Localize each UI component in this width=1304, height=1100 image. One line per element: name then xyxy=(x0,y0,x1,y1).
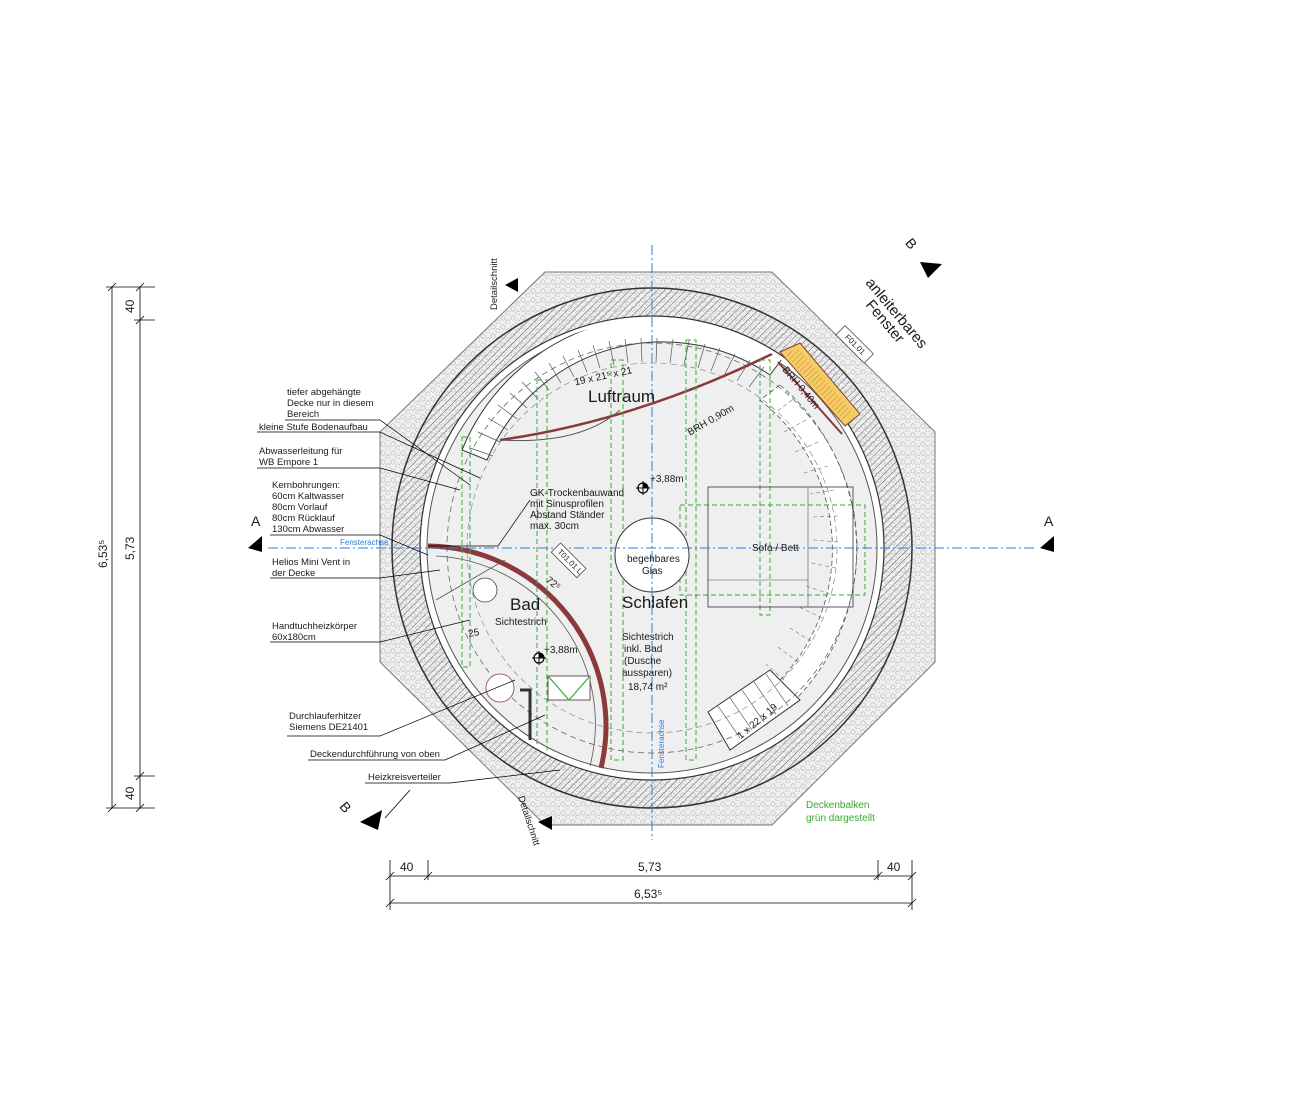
section-a-right-marker xyxy=(1040,536,1054,548)
glass-label-1: begehbares xyxy=(627,554,680,565)
annotation-ventilation-1: Helios Mini Vent in xyxy=(272,557,350,568)
section-b-bottom-marker xyxy=(360,810,382,830)
annotation-water-heater-2: Siemens DE21401 xyxy=(289,722,368,733)
level-lower-label: +3,88m xyxy=(544,645,578,656)
detail-section-bottom-marker xyxy=(538,816,552,830)
schlafen-note-1: Sichtestrich xyxy=(622,632,674,643)
annotation-drain-2: WB Empore 1 xyxy=(259,457,318,468)
dim-h-total: 6,53⁵ xyxy=(634,887,662,901)
annotation-towel-heater-1: Handtuchheizkörper xyxy=(272,621,357,632)
section-a-left-marker xyxy=(248,536,262,548)
glass-label-2: Glas xyxy=(642,566,663,577)
section-a-right-label: A xyxy=(1044,513,1054,529)
partition-note-2: mit Sinusprofilen xyxy=(530,499,604,510)
annotation-small-step: kleine Stufe Bodenaufbau xyxy=(259,422,368,433)
partition-note-4: max. 30cm xyxy=(530,521,579,532)
vertical-axis-label: Fensterachse xyxy=(657,719,666,768)
annotation-core-drill-3: 80cm Vorlauf xyxy=(272,502,328,513)
window-f01 xyxy=(777,342,861,435)
toilet xyxy=(472,577,498,603)
room-bad: Bad xyxy=(510,595,540,614)
room-luftraum: Luftraum xyxy=(588,387,655,406)
annotation-lowered-ceiling-2: Decke nur in diesem xyxy=(287,398,374,409)
level-marker-upper xyxy=(636,481,650,495)
annotation-drain-1: Abwasserleitung für xyxy=(259,446,342,457)
door-tag-box xyxy=(550,542,587,579)
luftraum-edge xyxy=(499,348,781,442)
horizontal-dimension-chain xyxy=(385,860,917,910)
legend-line-1: Deckenbalken xyxy=(806,800,869,811)
room-schlafen: Schlafen xyxy=(622,593,688,612)
annotation-core-drill-1: Kernbohrungen: xyxy=(272,480,340,491)
annotation-water-heater-1: Durchlauferhitzer xyxy=(289,711,361,722)
partition-note-3: Abstand Ständer xyxy=(530,510,605,521)
schlafen-note-4: aussparen) xyxy=(622,668,672,679)
annotation-lowered-ceiling-1: tiefer abgehängte xyxy=(287,387,361,398)
vertical-dimension-chain xyxy=(106,282,155,813)
bath-partition-wall xyxy=(427,543,609,769)
right-staircase xyxy=(759,384,857,706)
sink xyxy=(485,673,515,703)
annotation-core-drill-4: 80cm Rücklauf xyxy=(272,513,335,524)
dim-h-right: 40 xyxy=(887,860,901,874)
dim-v-middle: 5,73 xyxy=(123,536,137,560)
annotation-ventilation-2: der Decke xyxy=(272,568,315,579)
annotation-core-drill-2: 60cm Kaltwasser xyxy=(272,491,344,502)
section-b-bottom-label: B xyxy=(336,798,354,815)
annotation-ceiling-penetration: Deckendurchführung von oben xyxy=(310,749,440,760)
section-a-left-label: A xyxy=(251,513,261,529)
section-b-top-marker xyxy=(920,262,942,278)
dim-v-bottom: 40 xyxy=(123,786,137,800)
level-upper-label: +3,88m xyxy=(650,474,684,485)
annotation-leaders xyxy=(257,419,561,784)
dim-v-top: 40 xyxy=(123,299,137,313)
horizontal-axis-label: Fensterachse xyxy=(340,538,389,547)
shower xyxy=(547,675,591,701)
dim-h-left: 40 xyxy=(400,860,414,874)
dim-v-total: 6,53⁵ xyxy=(96,540,110,568)
window-tag-box xyxy=(835,325,874,364)
annotation-towel-heater-2: 60x180cm xyxy=(272,632,316,643)
schlafen-note-3: (Dusche xyxy=(624,656,662,667)
detail-section-top-marker xyxy=(505,278,518,292)
detail-section-top-label: Detailschnitt xyxy=(489,258,500,310)
bath-dim-2: 25 xyxy=(467,627,480,640)
annotation-lowered-ceiling-3: Bereich xyxy=(287,409,319,420)
annotation-heating-manifold: Heizkreisverteiler xyxy=(368,772,441,783)
sofa-bed xyxy=(707,486,854,608)
partition-note-1: GK-Trockenbauwand xyxy=(530,488,624,499)
level-marker-lower xyxy=(532,651,546,665)
section-b-top-label: B xyxy=(902,235,920,252)
dim-h-middle: 5,73 xyxy=(638,860,662,874)
sofa-bed-label: Sofa / Bett xyxy=(752,543,799,554)
schlafen-note-5: 18,74 m² xyxy=(628,682,668,693)
room-bad-subtitle: Sichtestrich xyxy=(495,617,547,628)
annotation-core-drill-5: 130cm Abwasser xyxy=(272,524,344,535)
top-stair-treads xyxy=(469,337,765,457)
schlafen-note-2: inkl. Bad xyxy=(624,644,662,655)
legend-line-2: grün dargestellt xyxy=(806,813,875,824)
